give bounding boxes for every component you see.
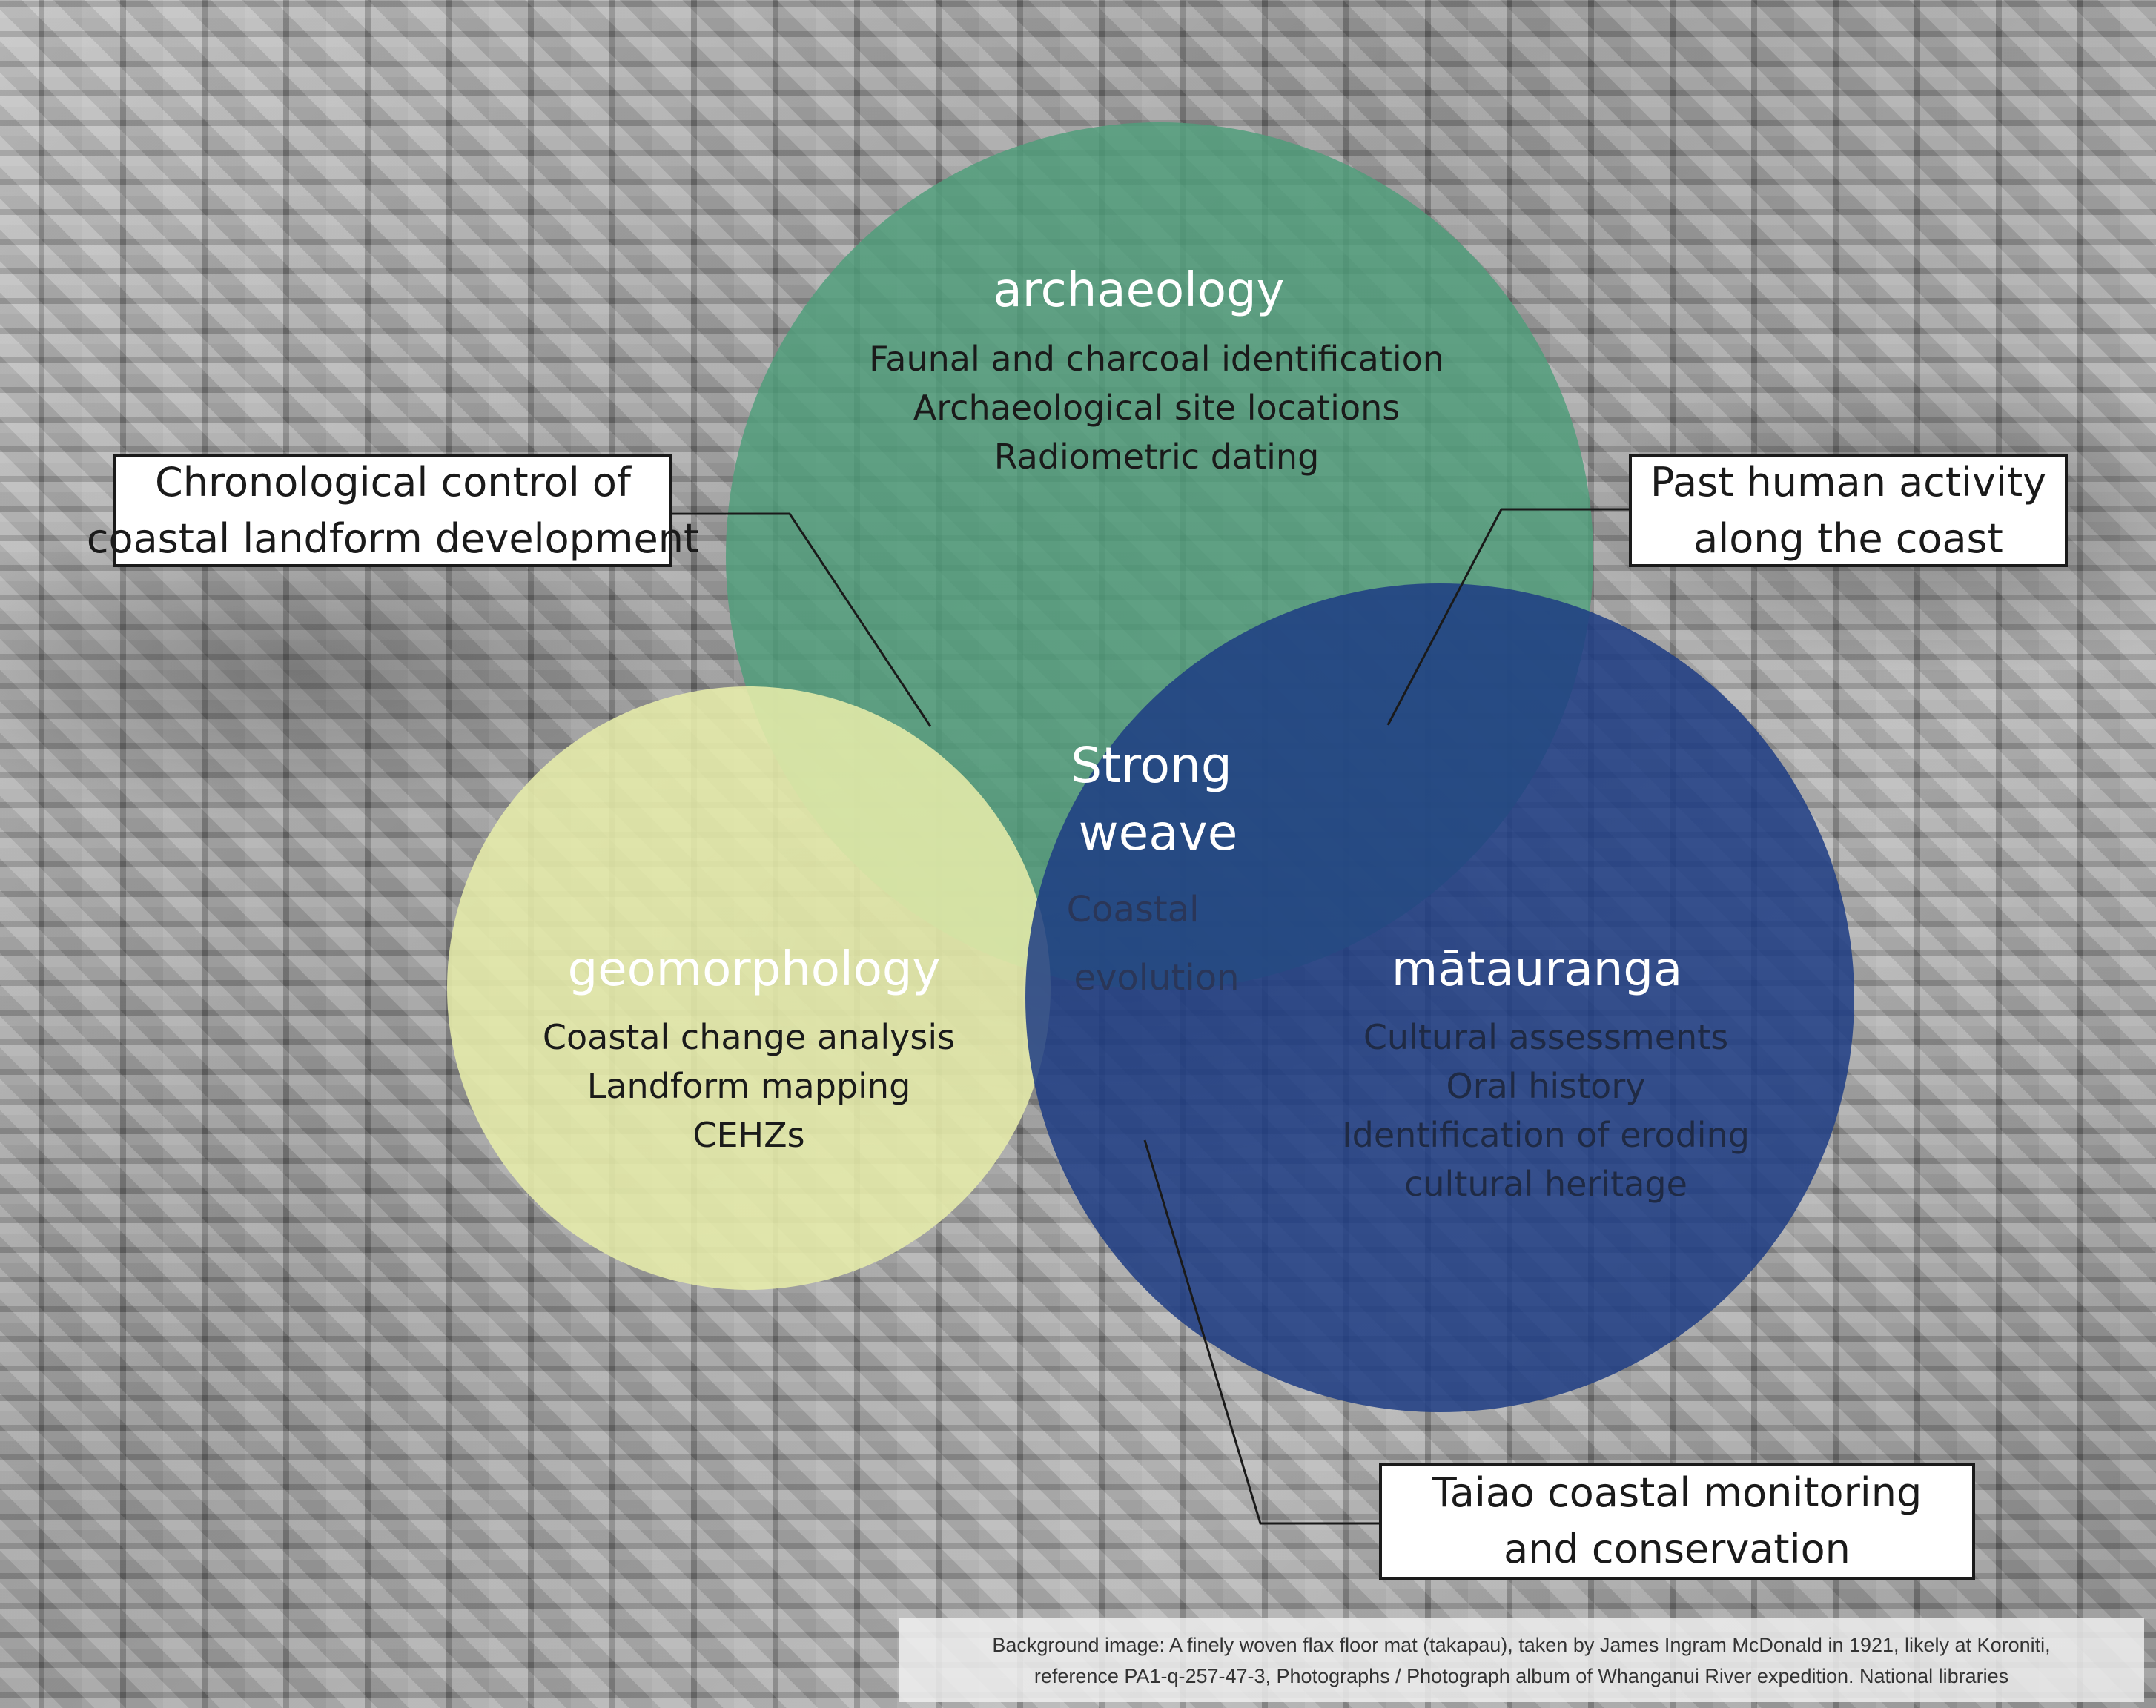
geomorphology-item: CEHZs — [692, 1115, 804, 1155]
image-credit-caption: Background image: A finely woven flax fl… — [899, 1618, 2144, 1702]
matauranga-item: Cultural assessments — [1363, 1017, 1728, 1057]
archaeology-item: Archaeological site locations — [913, 388, 1400, 428]
matauranga-item: Oral history — [1446, 1066, 1646, 1106]
matauranga-circle — [1025, 583, 1854, 1412]
leader-line-past-human — [1386, 508, 1631, 726]
geomorphology-item: Landform mapping — [587, 1066, 911, 1106]
matauranga-item: cultural heritage — [1404, 1164, 1687, 1204]
center-subtitle-line: evolution — [1074, 957, 1239, 999]
caption-line: Background image: A finely woven flax fl… — [992, 1634, 2051, 1656]
callout-line: along the coast — [1693, 515, 2003, 562]
leader-line-taiao — [1143, 1139, 1380, 1525]
geomorphology-circle — [447, 686, 1051, 1290]
matauranga-item: Identification of eroding — [1342, 1115, 1750, 1155]
callout-line: Chronological control of — [155, 459, 631, 506]
archaeology-title: archaeology — [993, 263, 1284, 318]
center-subtitle-line: Coastal — [1067, 889, 1200, 930]
callout-line: and conservation — [1504, 1526, 1851, 1572]
geomorphology-title: geomorphology — [568, 942, 941, 997]
callout-past-human-activity: Past human activity along the coast — [1629, 454, 2068, 567]
callout-line: Past human activity — [1650, 459, 2047, 506]
archaeology-item: Faunal and charcoal identification — [869, 339, 1444, 379]
callout-line: coastal landform development — [86, 515, 700, 562]
geomorphology-item: Coastal change analysis — [543, 1017, 955, 1057]
matauranga-title: mātauranga — [1392, 942, 1682, 997]
archaeology-item: Radiometric dating — [994, 437, 1320, 477]
callout-line: Taiao coastal monitoring — [1432, 1469, 1922, 1516]
leader-line-chronological — [669, 512, 932, 727]
center-title-line: weave — [1079, 804, 1238, 861]
caption-line: reference PA1-q-257-47-3, Photographs / … — [1034, 1665, 2009, 1687]
center-title-line: Strong — [1071, 737, 1232, 794]
callout-chronological-control: Chronological control of coastal landfor… — [87, 454, 699, 567]
callout-taiao-monitoring: Taiao coastal monitoring and conservatio… — [1379, 1463, 1975, 1580]
